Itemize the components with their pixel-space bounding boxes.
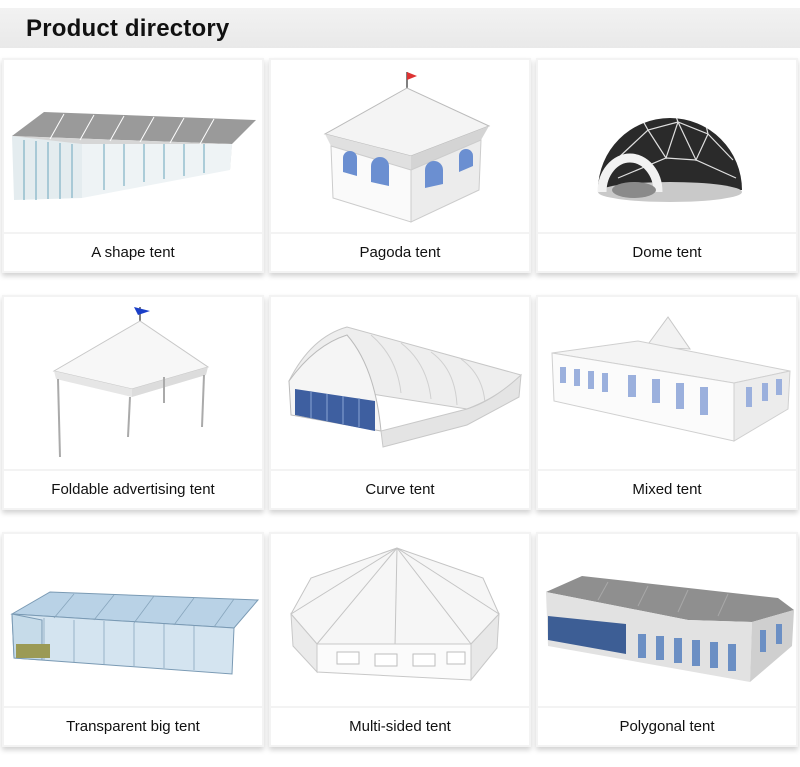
product-label: Mixed tent (538, 471, 796, 508)
product-label: Multi-sided tent (271, 708, 529, 745)
product-card-pagoda[interactable]: Pagoda tent (269, 58, 531, 273)
product-label: Dome tent (538, 234, 796, 271)
pagoda-tent-image (271, 60, 529, 232)
product-card-dome[interactable]: Dome tent (536, 58, 798, 273)
curve-tent-image (271, 297, 529, 469)
a-shape-tent-image (4, 60, 262, 232)
product-card-multi-sided[interactable]: Multi-sided tent (269, 532, 531, 747)
product-card-mixed[interactable]: Mixed tent (536, 295, 798, 510)
product-card-curve[interactable]: Curve tent (269, 295, 531, 510)
product-card-foldable[interactable]: Foldable advertising tent (2, 295, 264, 510)
transparent-tent-image (4, 534, 262, 706)
polygonal-tent-image (538, 534, 796, 706)
product-card-transparent[interactable]: Transparent big tent (2, 532, 264, 747)
mixed-tent-image (538, 297, 796, 469)
foldable-tent-image (4, 297, 262, 469)
product-label: Polygonal tent (538, 708, 796, 745)
product-label: A shape tent (4, 234, 262, 271)
product-label: Transparent big tent (4, 708, 262, 745)
multi-sided-tent-image (271, 534, 529, 706)
product-card-a-shape[interactable]: A shape tent (2, 58, 264, 273)
product-label: Foldable advertising tent (4, 471, 262, 508)
product-label: Pagoda tent (271, 234, 529, 271)
page-title: Product directory (26, 15, 230, 42)
product-label: Curve tent (271, 471, 529, 508)
product-card-polygonal[interactable]: Polygonal tent (536, 532, 798, 747)
dome-tent-image (538, 60, 796, 232)
header-bar: Product directory (0, 8, 800, 48)
